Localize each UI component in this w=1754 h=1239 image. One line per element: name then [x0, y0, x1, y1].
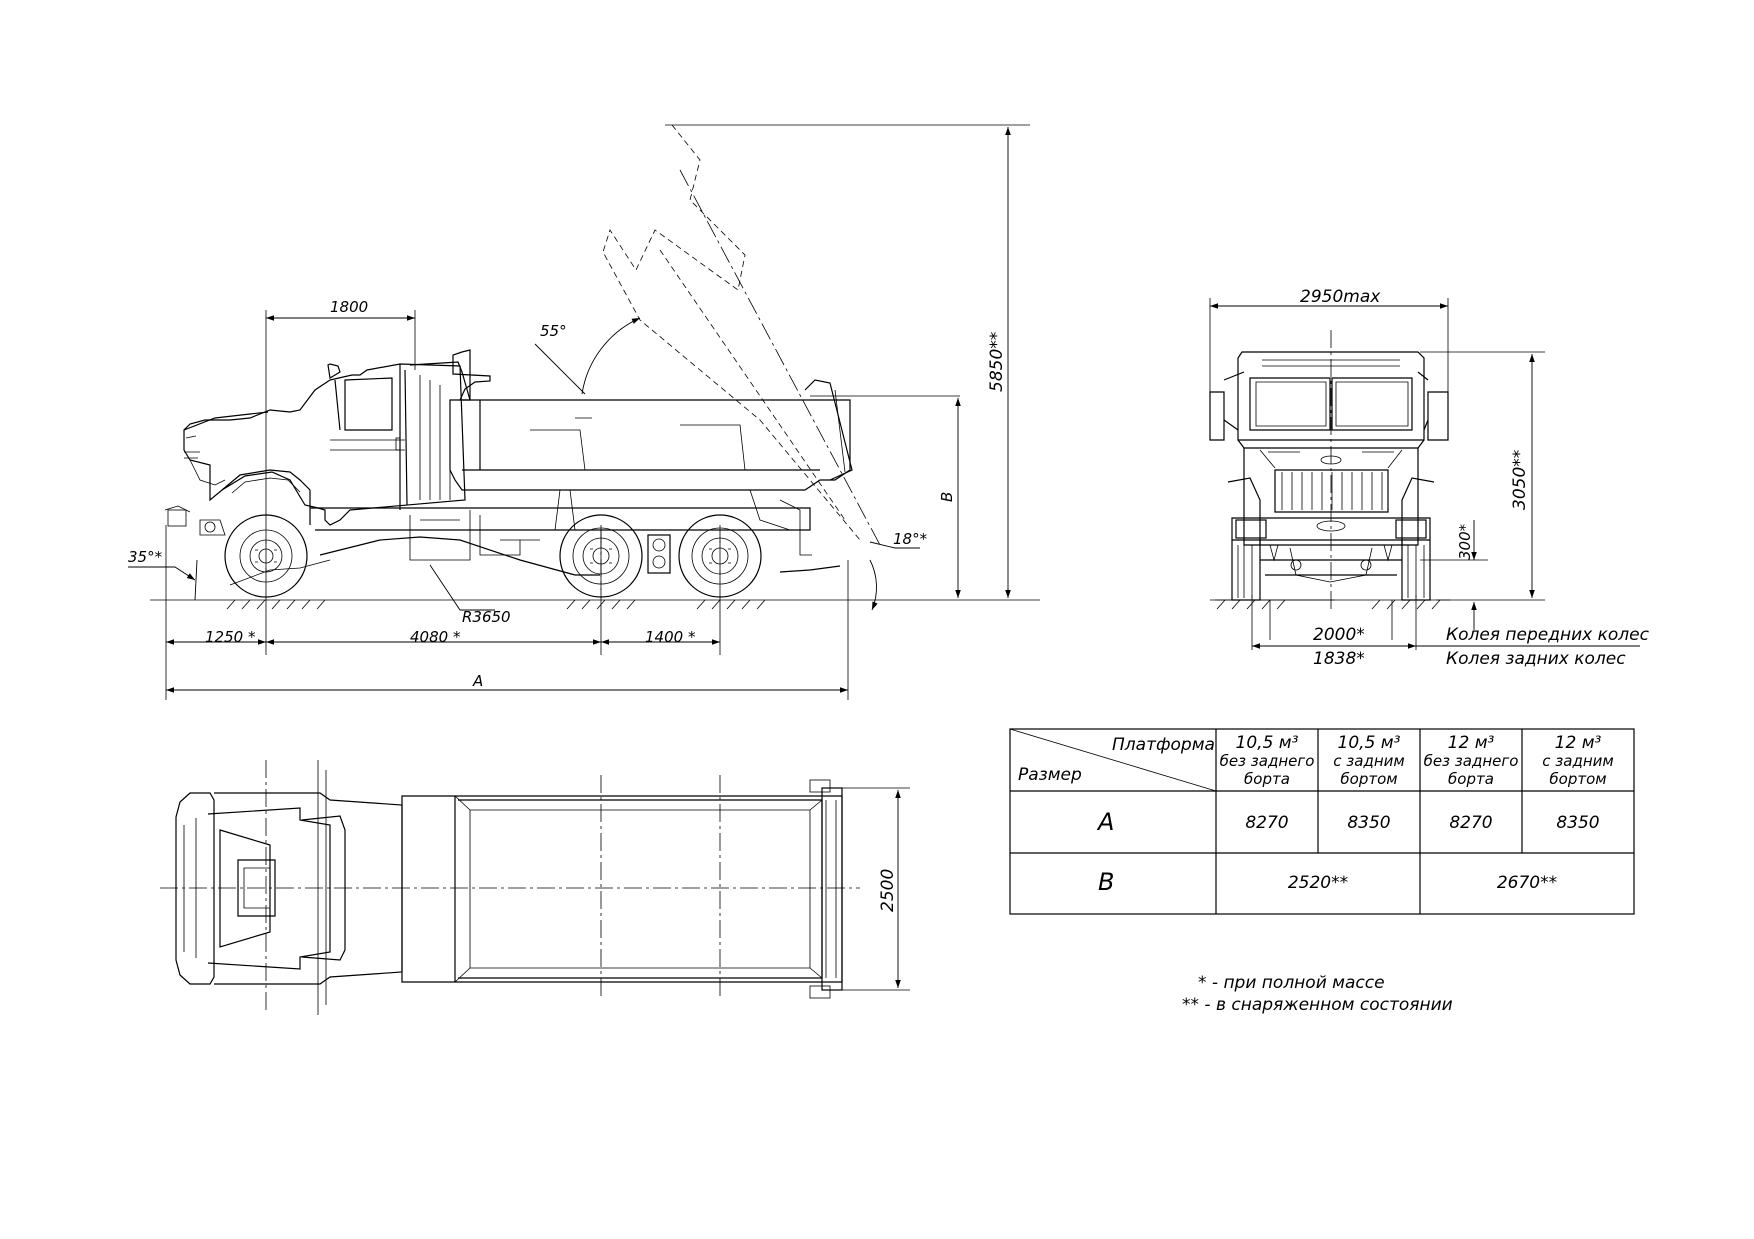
raised-dump-body	[602, 124, 881, 546]
row-a-value-3: 8270	[1449, 813, 1492, 833]
ground-line	[150, 599, 1040, 610]
row-a-label: A	[1096, 808, 1114, 836]
header-size: Размер	[1018, 765, 1082, 785]
svg-text:10,5 м³: 10,5 м³	[1338, 733, 1401, 753]
note-2: ** - в снаряженном состоянии	[1182, 995, 1453, 1015]
dim-1800: 1800	[330, 298, 368, 316]
note-1: * - при полной массе	[1198, 973, 1385, 993]
dim-angle-55: 55°	[540, 322, 567, 340]
svg-text:без заднего: без заднего	[1220, 752, 1315, 770]
svg-text:борта: борта	[1448, 770, 1494, 788]
suspension-bogie	[647, 534, 671, 574]
row-b-value-2: 2670**	[1497, 873, 1557, 893]
top-cab	[175, 760, 403, 1015]
dim-front-overhang: 1250 *	[205, 628, 256, 646]
svg-text:12 м³: 12 м³	[1448, 733, 1495, 753]
row-a-value-4: 8350	[1556, 813, 1599, 833]
top-body	[401, 779, 843, 999]
top-view: 2500	[160, 760, 910, 1015]
column-header-1: 10,5 м³ без заднего борта	[1220, 733, 1315, 788]
svg-text:бортом: бортом	[1549, 770, 1606, 788]
row-b-value-1: 2520**	[1288, 873, 1348, 893]
dimension-lines	[128, 127, 1011, 693]
dim-track-rear: 1838*	[1313, 649, 1365, 669]
front-view: 2950max 3050** 300* 2000* 1838* Колея пе…	[1209, 287, 1650, 669]
svg-text:12 м³: 12 м³	[1555, 733, 1602, 753]
svg-text:с задним: с задним	[1542, 752, 1613, 770]
spec-table: Платформа Размер 10,5 м³ без заднего бор…	[1009, 728, 1635, 915]
dim-label-b: B	[938, 492, 956, 502]
dim-radius: R3650	[462, 608, 511, 626]
dimension-texts: 1800 5850** 55° B 35°* 18°* R3650 1250 *…	[128, 298, 1007, 690]
row-a-value-2: 8350	[1347, 813, 1390, 833]
svg-text:бортом: бортом	[1340, 770, 1397, 788]
chassis	[199, 489, 841, 586]
svg-text:с задним: с задним	[1333, 752, 1404, 770]
dump-body	[449, 349, 853, 491]
cab	[164, 361, 471, 527]
front-cab	[1209, 351, 1449, 546]
dim-width-max: 2950max	[1300, 287, 1381, 307]
header-platform: Платформа	[1112, 735, 1215, 755]
top-dimension: 2500	[842, 787, 910, 991]
dim-5850: 5850**	[987, 332, 1007, 392]
dim-angle-35: 35°*	[128, 548, 163, 566]
row-a-value-1: 8270	[1245, 813, 1288, 833]
dim-width-2500: 2500	[878, 869, 898, 912]
dim-wheelbase: 4080 *	[410, 628, 461, 646]
svg-text:борта: борта	[1244, 770, 1290, 788]
dim-clearance: 300*	[1456, 523, 1474, 560]
side-view: 1800 5850** 55° B 35°* 18°* R3650 1250 *…	[128, 124, 1040, 700]
extension-lines	[165, 124, 1030, 700]
row-b-label: B	[1098, 868, 1114, 896]
dim-label-a: A	[472, 672, 483, 690]
dim-angle-18: 18°*	[893, 530, 928, 548]
svg-text:10,5 м³: 10,5 м³	[1236, 733, 1299, 753]
label-track-front: Колея передних колес	[1446, 625, 1650, 645]
dim-bogie: 1400 *	[645, 628, 696, 646]
dim-height-3050: 3050**	[1510, 450, 1530, 510]
column-header-4: 12 м³ с задним бортом	[1542, 733, 1613, 788]
svg-text:без заднего: без заднего	[1424, 752, 1519, 770]
footnotes: * - при полной массе ** - в снаряженном …	[1182, 973, 1453, 1015]
label-track-rear: Колея задних колес	[1446, 649, 1626, 669]
front-dimension-texts: 2950max 3050** 300* 2000* 1838* Колея пе…	[1300, 287, 1650, 669]
column-header-2: 10,5 м³ с задним бортом	[1333, 733, 1404, 788]
column-header-3: 12 м³ без заднего борта	[1424, 733, 1519, 788]
dim-track-front: 2000*	[1313, 625, 1365, 645]
front-dimension-lines	[1209, 298, 1640, 650]
